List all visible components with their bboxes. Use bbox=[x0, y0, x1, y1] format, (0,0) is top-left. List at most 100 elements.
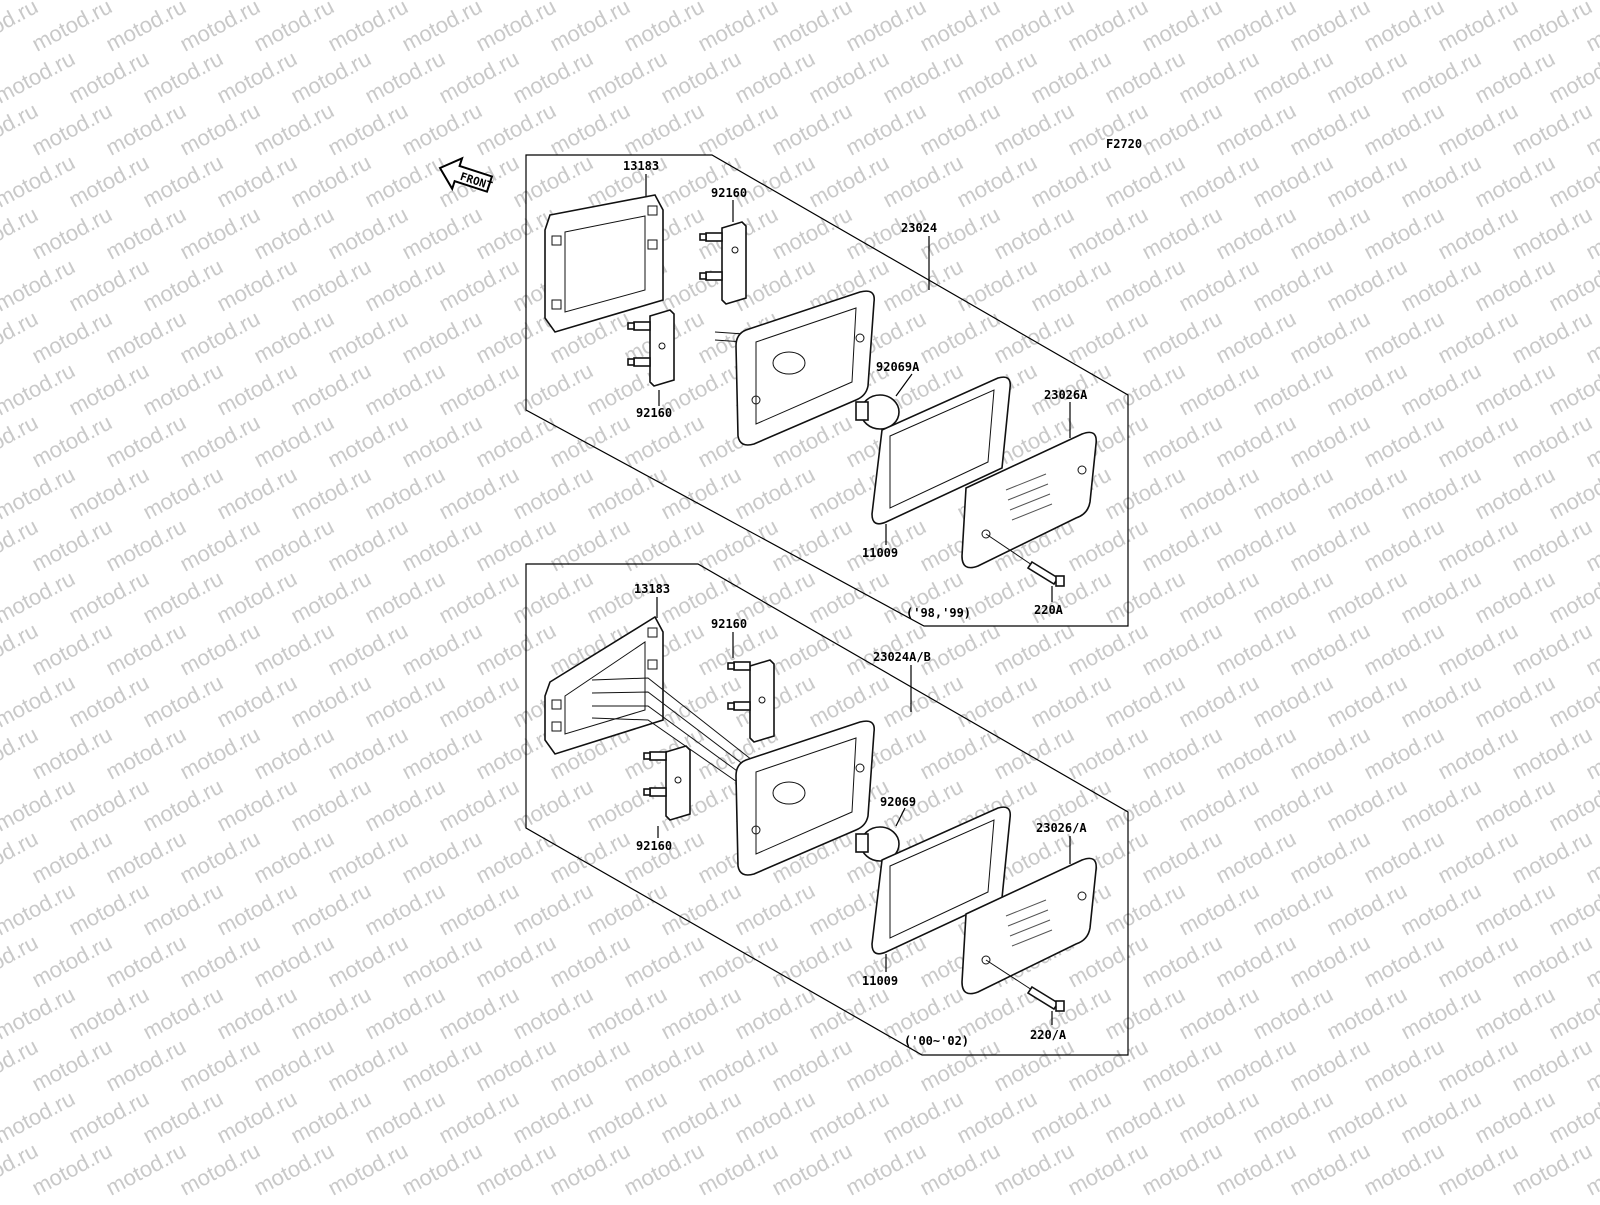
watermark-text: motod.ru bbox=[1323, 1086, 1411, 1149]
watermark-text: motod.ru bbox=[657, 982, 745, 1045]
watermark-text: motod.ru bbox=[1323, 150, 1411, 213]
watermark-text: motod.ru bbox=[1138, 0, 1226, 56]
watermark-text: motod.ru bbox=[1286, 306, 1374, 369]
watermark-text: motod.ru bbox=[435, 46, 523, 109]
watermark-text: motod.ru bbox=[916, 1138, 1004, 1200]
group-lower: 13183 92160 23024A/B 92160 92069 23026/A… bbox=[525, 563, 1129, 1056]
watermark-text: motod.ru bbox=[1508, 306, 1596, 369]
watermark-text: motod.ru bbox=[1175, 254, 1263, 317]
watermark-text: motod.ru bbox=[1508, 98, 1596, 161]
watermark-text: motod.ru bbox=[1508, 410, 1596, 473]
watermark-text: motod.ru bbox=[472, 0, 560, 56]
watermark-text: motod.ru bbox=[28, 1034, 116, 1097]
watermark-text: motod.ru bbox=[879, 46, 967, 109]
watermark-text: motod.ru bbox=[694, 514, 782, 577]
watermark-text: motod.ru bbox=[324, 410, 412, 473]
watermark-text: motod.ru bbox=[1138, 514, 1226, 577]
watermark-text: motod.ru bbox=[509, 774, 597, 837]
watermark-text: motod.ru bbox=[1101, 46, 1189, 109]
watermark-text: motod.ru bbox=[879, 254, 967, 317]
watermark-text: motod.ru bbox=[1434, 1034, 1522, 1097]
watermark-text: motod.ru bbox=[990, 202, 1078, 265]
watermark-text: motod.ru bbox=[1249, 878, 1337, 941]
watermark-text: motod.ru bbox=[1138, 826, 1226, 889]
watermark-text: motod.ru bbox=[1508, 1138, 1596, 1200]
watermark-text: motod.ru bbox=[916, 0, 1004, 56]
watermark-text: motod.ru bbox=[731, 878, 819, 941]
watermark-text: motod.ru bbox=[250, 306, 338, 369]
watermark-text: motod.ru bbox=[102, 618, 190, 681]
watermark-text: motod.ru bbox=[916, 618, 1004, 681]
watermark-text: motod.ru bbox=[731, 46, 819, 109]
housing-lower bbox=[735, 720, 876, 876]
watermark-text: motod.ru bbox=[139, 462, 227, 525]
watermark-text: motod.ru bbox=[990, 1138, 1078, 1200]
watermark-text: motod.ru bbox=[953, 150, 1041, 213]
label-lower-bulb: 92069 bbox=[880, 795, 916, 809]
watermark-text: motod.ru bbox=[176, 1034, 264, 1097]
watermark-text: motod.ru bbox=[1175, 774, 1263, 837]
watermark-text: motod.ru bbox=[1286, 202, 1374, 265]
watermark-text: motod.ru bbox=[213, 1086, 301, 1149]
watermark-text: motod.ru bbox=[472, 1034, 560, 1097]
watermark-text: motod.ru bbox=[1360, 930, 1448, 993]
watermark-text: motod.ru bbox=[250, 202, 338, 265]
watermark-text: motod.ru bbox=[361, 670, 449, 733]
watermark-text: motod.ru bbox=[583, 46, 671, 109]
watermark-text: motod.ru bbox=[213, 566, 301, 629]
watermark-text: motod.ru bbox=[176, 306, 264, 369]
watermark-text: motod.ru bbox=[1064, 618, 1152, 681]
watermark-text: motod.ru bbox=[139, 670, 227, 733]
watermark-text: motod.ru bbox=[1138, 306, 1226, 369]
watermark-text: motod.ru bbox=[768, 202, 856, 265]
watermark-text: motod.ru bbox=[1323, 982, 1411, 1045]
watermark-text: motod.ru bbox=[324, 98, 412, 161]
watermark-text: motod.ru bbox=[1286, 1138, 1374, 1200]
watermark-text: motod.ru bbox=[1212, 930, 1300, 993]
watermark-text: motod.ru bbox=[213, 982, 301, 1045]
watermark-text: motod.ru bbox=[398, 618, 486, 681]
watermark-text: motod.ru bbox=[1212, 306, 1300, 369]
watermark-text: motod.ru bbox=[287, 670, 375, 733]
label-lower-screw: 220/A bbox=[1030, 1028, 1067, 1042]
watermark-text: motod.ru bbox=[435, 982, 523, 1045]
watermark-text: motod.ru bbox=[102, 306, 190, 369]
label-lower-years: ('00~'02) bbox=[904, 1034, 969, 1048]
watermark-text: motod.ru bbox=[102, 514, 190, 577]
watermark-text: motod.ru bbox=[28, 514, 116, 577]
watermark-text: motod.ru bbox=[1397, 566, 1485, 629]
watermark-text: motod.ru bbox=[1101, 150, 1189, 213]
group-upper: 13183 92160 23024 92160 92069A 23026A 11… bbox=[525, 154, 1129, 627]
socket-lower-bottom bbox=[643, 745, 691, 821]
watermark-text: motod.ru bbox=[1138, 722, 1226, 785]
watermark-text: motod.ru bbox=[1212, 410, 1300, 473]
watermark-text: motod.ru bbox=[1471, 878, 1559, 941]
watermark-text: motod.ru bbox=[768, 618, 856, 681]
watermark-text: motod.ru bbox=[1471, 462, 1559, 525]
watermark-text: motod.ru bbox=[1249, 670, 1337, 733]
watermark-text: motod.ru bbox=[472, 410, 560, 473]
watermark-text: motod.ru bbox=[1138, 930, 1226, 993]
watermark-text: motod.ru bbox=[435, 774, 523, 837]
watermark-text: motod.ru bbox=[250, 0, 338, 56]
bracket-upper bbox=[544, 194, 664, 333]
label-upper-gasket: 11009 bbox=[862, 546, 898, 560]
watermark-text: motod.ru bbox=[842, 1138, 930, 1200]
watermark-text: motod.ru bbox=[398, 410, 486, 473]
watermark-text: motod.ru bbox=[1249, 1086, 1337, 1149]
watermark-text: motod.ru bbox=[1397, 878, 1485, 941]
watermark-text: motod.ru bbox=[657, 462, 745, 525]
watermark-text: motod.ru bbox=[1434, 826, 1522, 889]
watermark-text: motod.ru bbox=[102, 930, 190, 993]
watermark-text: motod.ru bbox=[102, 1138, 190, 1200]
watermark-text: motod.ru bbox=[842, 618, 930, 681]
watermark-text: motod.ru bbox=[1212, 98, 1300, 161]
watermark-text: motod.ru bbox=[398, 722, 486, 785]
group-upper-frame bbox=[525, 154, 1129, 627]
watermark-text: motod.ru bbox=[990, 1034, 1078, 1097]
watermark-text: motod.ru bbox=[694, 1138, 782, 1200]
watermark-text: motod.ru bbox=[842, 0, 930, 56]
watermark-text: motod.ru bbox=[250, 618, 338, 681]
watermark-text: motod.ru bbox=[694, 930, 782, 993]
watermark-text: motod.ru bbox=[879, 670, 967, 733]
